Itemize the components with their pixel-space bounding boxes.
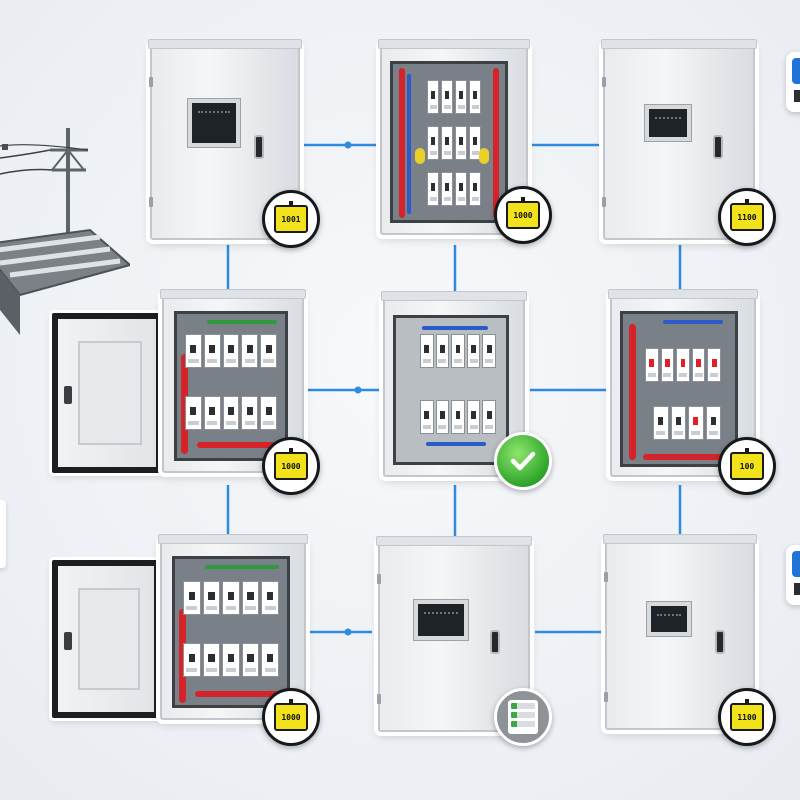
cabinet-door[interactable] [52,313,162,473]
display-window [187,98,241,148]
chip-icon: 1000 [274,699,308,731]
breaker-row [653,406,721,440]
chip-icon: 1100 [730,699,764,731]
cabinet-interior [620,311,738,467]
door-handle[interactable] [715,630,725,654]
status-badge: 1100 [718,188,776,246]
chip-icon: 1000 [274,448,308,480]
cabinet-door[interactable] [52,560,160,718]
breaker-row [185,396,277,430]
chip-icon: 100 [730,448,764,480]
status-badge [494,688,552,746]
cabinet-interior [174,311,288,461]
breaker-row [427,126,481,160]
breaker-row [183,581,279,615]
checkmark-icon [497,435,549,487]
edge-tile-right [786,52,800,112]
checklist-icon [508,700,538,734]
breaker-row [645,348,721,382]
display-window [413,599,469,641]
door-handle[interactable] [713,135,723,159]
solar-panel-icon [0,228,130,335]
door-handle[interactable] [490,630,500,654]
status-badge: 100 [718,437,776,495]
chip-icon: 1001 [274,201,308,233]
status-badge: 1100 [718,688,776,746]
status-badge: 1001 [262,190,320,248]
edge-tile-left [0,500,6,568]
cabinet-interior [393,315,509,465]
breaker-row [427,172,481,206]
breaker-row [185,334,277,368]
breaker-row [183,643,279,677]
status-badge: 1000 [262,688,320,746]
display-window [646,601,692,637]
cabinet-interior [390,61,508,223]
breaker-row [427,80,481,114]
status-badge [494,432,552,490]
door-handle[interactable] [254,135,264,159]
display-window [644,104,692,142]
status-badge: 1000 [262,437,320,495]
breaker-row [420,400,496,434]
status-badge: 1000 [494,186,552,244]
chip-icon: 1100 [730,199,764,231]
cabinet-interior [172,556,290,708]
breaker-row [420,334,496,368]
edge-tile-right [786,545,800,605]
power-pole-icon [0,128,89,238]
chip-icon: 1000 [506,197,540,229]
